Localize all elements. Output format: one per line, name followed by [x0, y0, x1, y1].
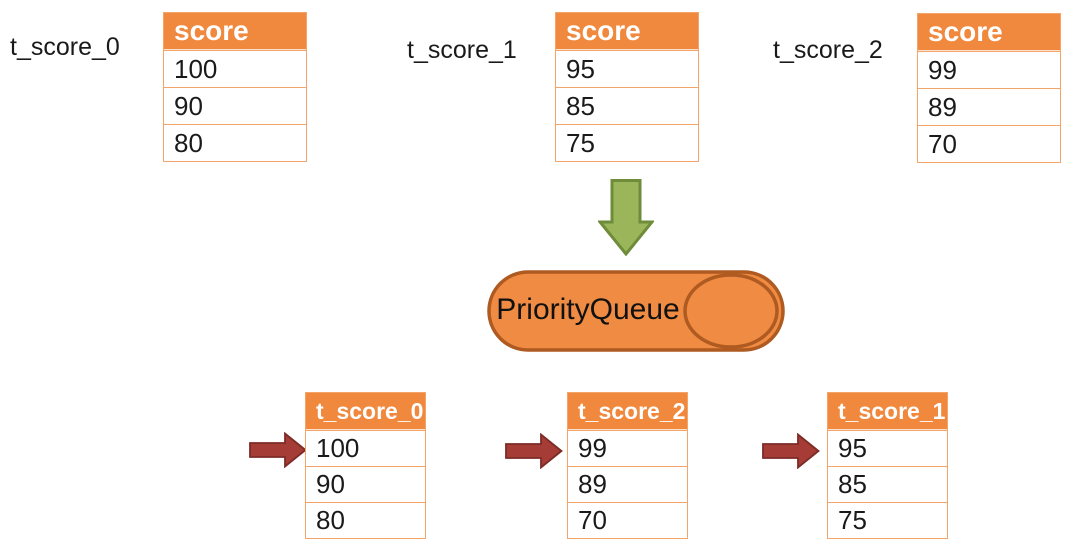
- table-cell: 85: [828, 466, 947, 502]
- table-cell: 75: [828, 502, 947, 538]
- priority-queue-label: PriorityQueue: [496, 293, 680, 326]
- pointer-arrow-icon-0: [249, 432, 307, 468]
- table-cell: 95: [828, 430, 947, 466]
- source-table-label-0: t_score_0: [10, 33, 120, 61]
- source-table-label-1: t_score_1: [407, 36, 517, 64]
- priority-queue-shape: [487, 270, 785, 352]
- table-header-cell: t_score_1: [828, 393, 947, 430]
- result-table-1: t_score_2 99 89 70: [567, 392, 688, 539]
- table-cell: 89: [918, 88, 1060, 125]
- table-cell: 90: [306, 466, 425, 502]
- table-cell: 99: [568, 430, 687, 466]
- table-cell: 80: [164, 124, 306, 161]
- pointer-arrow-icon-2: [762, 433, 820, 469]
- result-table-0: t_score_0 100 90 80: [305, 392, 426, 539]
- score-table-0: score 100 90 80: [163, 12, 307, 162]
- table-cell: 100: [164, 50, 306, 87]
- table-header-cell: t_score_0: [306, 393, 425, 430]
- table-cell: 80: [306, 502, 425, 538]
- table-cell: 90: [164, 87, 306, 124]
- table-header-cell: score: [556, 13, 698, 50]
- table-cell: 99: [918, 51, 1060, 88]
- down-arrow-icon: [598, 179, 654, 256]
- table-cell: 89: [568, 466, 687, 502]
- table-header-cell: t_score_2: [568, 393, 687, 430]
- result-table-2: t_score_1 95 85 75: [827, 392, 948, 539]
- table-header-cell: score: [918, 14, 1060, 51]
- table-cell: 70: [918, 125, 1060, 162]
- source-table-label-2: t_score_2: [773, 36, 883, 64]
- table-cell: 100: [306, 430, 425, 466]
- score-table-1: score 95 85 75: [555, 12, 699, 162]
- score-table-2: score 99 89 70: [917, 13, 1061, 163]
- table-cell: 85: [556, 87, 698, 124]
- table-header-cell: score: [164, 13, 306, 50]
- table-cell: 70: [568, 502, 687, 538]
- table-cell: 95: [556, 50, 698, 87]
- pointer-arrow-icon-1: [505, 433, 563, 469]
- table-cell: 75: [556, 124, 698, 161]
